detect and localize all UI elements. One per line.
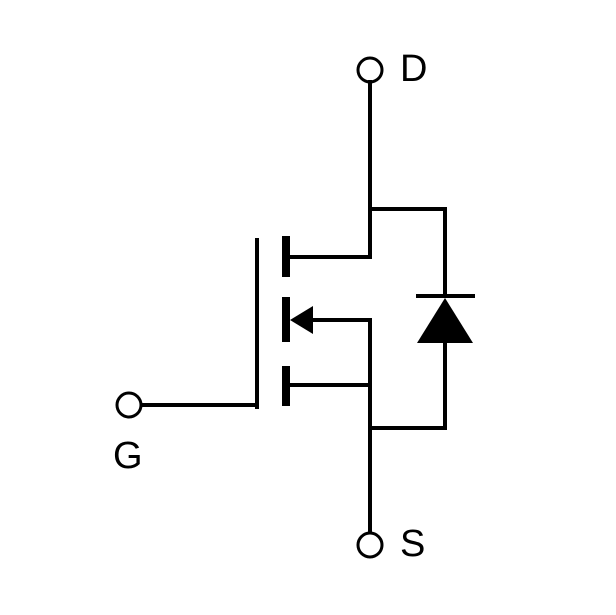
diode-triangle xyxy=(417,298,473,343)
source-terminal xyxy=(356,531,384,559)
drain-label: D xyxy=(400,48,427,90)
body-arrow xyxy=(290,306,313,334)
drain-terminal xyxy=(356,56,384,84)
source-label: S xyxy=(400,523,425,565)
gate-terminal xyxy=(115,391,143,419)
gate-label: G xyxy=(113,435,143,477)
